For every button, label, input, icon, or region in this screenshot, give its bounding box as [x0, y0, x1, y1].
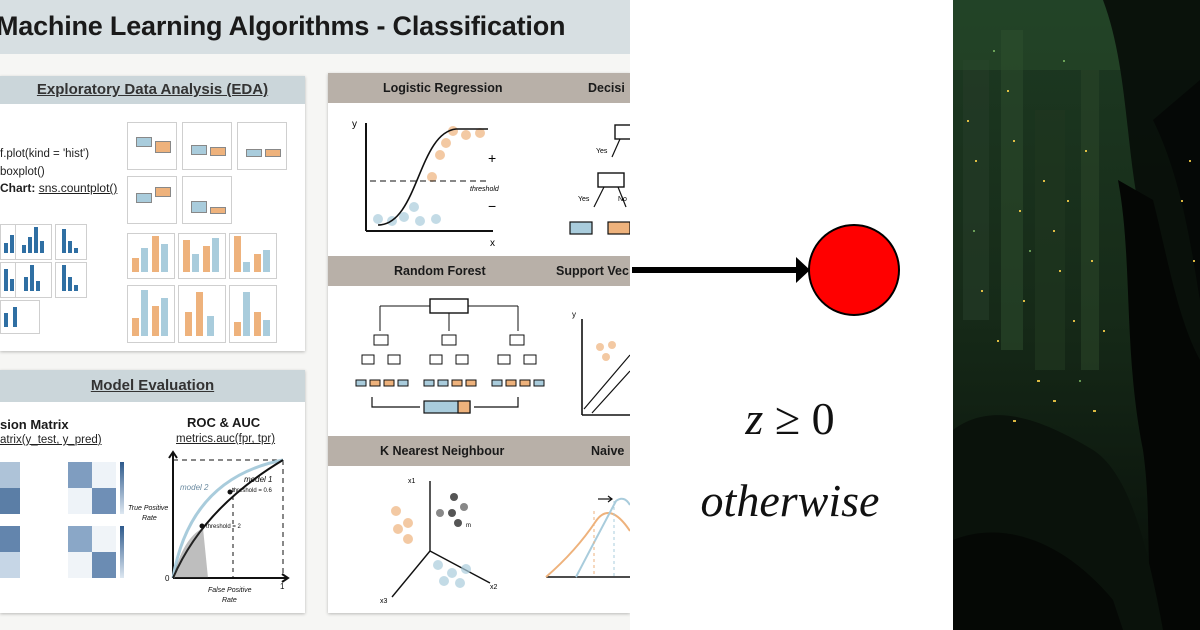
boxplot-thumb — [127, 122, 177, 170]
roc-ylabel-line1: True Positive — [128, 505, 168, 512]
formula-variable-z: z — [745, 393, 764, 444]
evaluation-card — [0, 370, 305, 613]
eda-code-countplot: sns.countplot() — [38, 181, 118, 195]
naive-bayes-sketch — [545, 495, 630, 578]
roc-curve-sketch: model 2 model 1 threshold = 0.6 threshol… — [128, 450, 290, 604]
roc-axis-zero: 0 — [165, 574, 170, 583]
algo-svm-title: Support Vec — [556, 264, 629, 278]
knn-axis-x3: x3 — [380, 598, 388, 605]
evaluation-header: Model Evaluation — [0, 370, 305, 402]
roc-threshold-b: threshold = 2 — [206, 524, 242, 530]
arrowhead — [796, 257, 810, 283]
roc-code: metrics.auc(fpr, tpr) — [176, 433, 276, 445]
countplot-thumb — [229, 285, 277, 343]
algo-random-forest-title: Random Forest — [394, 264, 486, 278]
eda-chart-label: Chart: — [0, 181, 36, 195]
lr-plus-label: + — [488, 150, 496, 166]
random-forest-sketch — [355, 298, 545, 414]
knn-m-label: m — [466, 523, 471, 529]
roc-xlabel-line2: Rate — [222, 597, 237, 604]
logistic-regression-sketch: y x threshold + − — [352, 119, 500, 248]
formula-condition: ≥ 0 — [774, 393, 835, 444]
roc-model2-label: model 2 — [180, 483, 209, 492]
eda-code-hist: f.plot(kind = 'hist') — [0, 148, 90, 160]
eda-code-boxplot: boxplot() — [0, 166, 45, 178]
tree-no-label: No — [618, 196, 627, 203]
eda-heading: Exploratory Data Analysis (EDA) — [36, 81, 269, 98]
countplot-thumb — [178, 233, 226, 279]
tree-yes-label: Yes — [596, 148, 608, 155]
red-node — [808, 224, 900, 316]
countplot-thumb — [229, 233, 277, 279]
lr-axis-y: y — [352, 119, 357, 130]
confusion-matrix-title: sion Matrix — [0, 417, 69, 432]
histogram-thumb — [15, 262, 52, 298]
algo-decision-title: Decisi — [588, 81, 625, 95]
roc-model1-label: model 1 — [244, 475, 272, 484]
histogram-thumb — [55, 262, 87, 298]
lr-minus-label: − — [488, 198, 496, 214]
roc-axis-one: 1 — [280, 582, 285, 591]
algo-naive-title: Naive — [591, 444, 625, 458]
cheat-sheet-image: Machine Learning Algorithms - Classifica… — [0, 0, 630, 630]
lr-axis-x: x — [490, 238, 495, 248]
boxplot-thumb — [182, 122, 232, 170]
forest-city-image — [953, 0, 1200, 630]
svm-axis-y: y — [572, 310, 576, 319]
algo-logistic-title: Logistic Regression — [383, 81, 503, 95]
algorithms-panel: Logistic Regression Decisi Random Forest… — [328, 73, 630, 613]
svm-sketch: y — [572, 310, 630, 416]
roc-xlabel-line1: False Positive — [208, 587, 252, 594]
countplot-thumb — [178, 285, 226, 343]
eda-header: Exploratory Data Analysis (EDA) — [0, 76, 305, 104]
algo-knn-title: K Nearest Neighbour — [380, 444, 505, 458]
formula-otherwise: otherwise — [700, 475, 880, 526]
roc-ylabel-line2: Rate — [142, 515, 157, 522]
algo-header-row-3: K Nearest Neighbour Naive — [328, 436, 630, 466]
histogram-thumb — [15, 224, 52, 260]
evaluation-heading: Model Evaluation — [90, 377, 215, 394]
confusion-matrix-code: atrix(y_test, y_pred) — [0, 434, 102, 446]
boxplot-thumb — [182, 176, 232, 224]
countplot-thumb — [127, 285, 175, 343]
formula-condition-line: z ≥ 0 — [640, 392, 940, 445]
tree-yes-label-2: Yes — [578, 196, 590, 203]
histogram-thumb — [55, 224, 87, 260]
boxplot-thumb — [127, 176, 177, 224]
decision-tree-sketch: Yes Yes No — [569, 124, 630, 235]
eda-countplot-line: Chart: sns.countplot() — [0, 181, 117, 195]
confusion-matrix-grid — [0, 462, 130, 582]
knn-axis-x1: x1 — [408, 478, 416, 485]
algo-header-row-1: Logistic Regression Decisi — [328, 73, 630, 103]
roc-title: ROC & AUC — [187, 415, 261, 430]
knn-sketch: x1 x2 x3 m — [380, 478, 498, 605]
arrow-node-diagram — [632, 224, 900, 316]
knn-axis-x2: x2 — [490, 584, 498, 591]
sheet-title: Machine Learning Algorithms - Classifica… — [0, 11, 566, 41]
boxplot-thumb — [237, 122, 287, 170]
histogram-thumb — [0, 300, 40, 334]
countplot-thumb — [127, 233, 175, 279]
algo-header-row-2: Random Forest Support Vec — [328, 256, 630, 286]
roc-threshold-a: threshold = 0.6 — [232, 488, 273, 494]
title-bar: Machine Learning Algorithms - Classifica… — [0, 0, 630, 54]
lr-threshold-label: threshold — [470, 186, 500, 193]
